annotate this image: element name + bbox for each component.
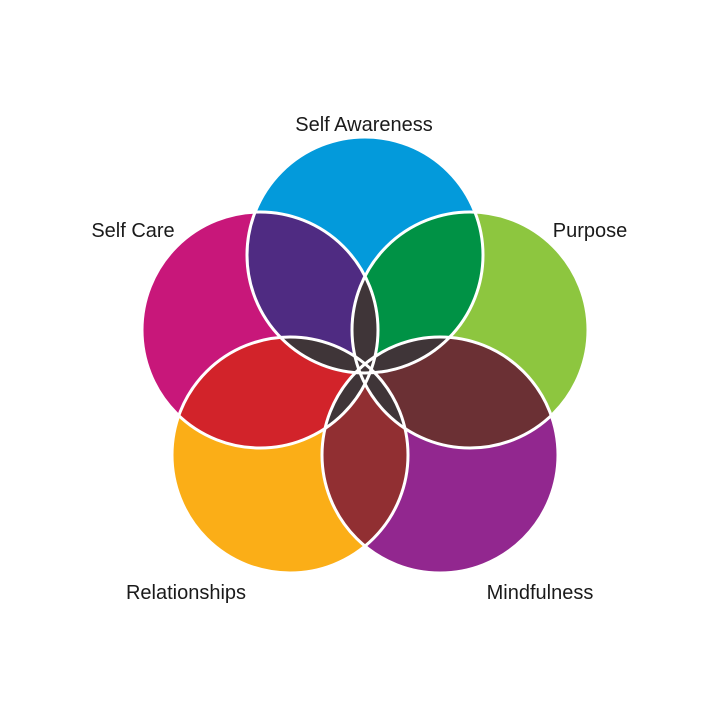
outline-relationships bbox=[170, 335, 410, 575]
outline-mindfulness bbox=[320, 335, 560, 575]
outline-purpose bbox=[350, 210, 590, 450]
overlap-self-care-relationships bbox=[172, 337, 378, 448]
label-mindfulness: Mindfulness bbox=[487, 582, 594, 604]
outline-self-care bbox=[140, 210, 380, 450]
label-purpose: Purpose bbox=[553, 220, 628, 242]
label-self-care: Self Care bbox=[91, 220, 174, 242]
label-self-awareness: Self Awareness bbox=[295, 114, 433, 136]
outline-self-awareness bbox=[245, 135, 485, 375]
label-relationships: Relationships bbox=[126, 582, 246, 604]
